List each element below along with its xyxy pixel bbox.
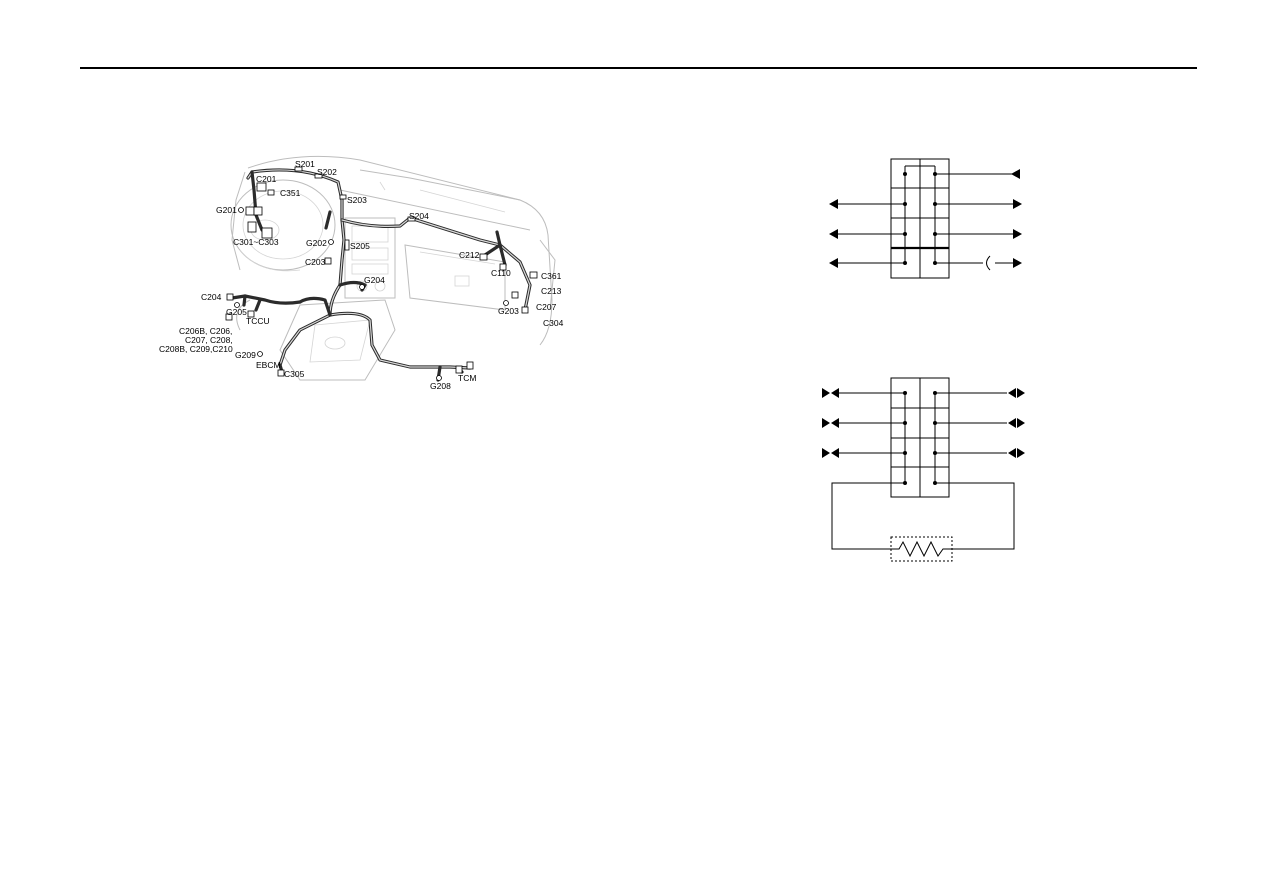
label-c201: C201 [256,174,277,184]
header-rule [80,67,1197,69]
arrow-out-icon [1013,258,1022,268]
label-c203: C203 [305,257,326,267]
harness-labels: S201 S202 C201 C351 S203 G201 S204 C301~… [159,159,564,391]
arrow-left-icon [829,229,838,239]
shield-break-icon [986,255,991,271]
label-s205: S205 [350,241,370,251]
double-arrow-icon [822,388,839,398]
arrow-out-icon [1013,229,1022,239]
label-g205: G205 [226,307,247,317]
double-arrow-icon [822,448,839,458]
label-c304: C304 [543,318,564,328]
label-s204: S204 [409,211,429,221]
arrow-out-icon [1013,199,1022,209]
label-c301-c303: C301~C303 [233,237,279,247]
ground-points [234,207,509,381]
label-c351: C351 [280,188,301,198]
double-arrow-icon [1008,418,1025,428]
arrow-in-icon [1011,169,1020,179]
double-arrow-icon [1008,448,1025,458]
label-g202: G202 [306,238,327,248]
label-tccu: TCCU [246,316,270,326]
resistor-icon [891,540,952,558]
label-c212: C212 [459,250,480,260]
label-g209: G209 [235,350,256,360]
schematic-top [829,158,1022,279]
label-s201: S201 [295,159,315,169]
schematic-bottom [822,377,1025,562]
connectors [225,166,538,377]
arrow-left-icon [829,258,838,268]
label-g204: G204 [364,275,385,285]
label-connector-group-3: C208B, C209,C210 [159,344,233,354]
label-connector-group-2: C207, C208, [185,335,233,345]
label-c204: C204 [201,292,222,302]
label-ebcm: EBCM [256,360,281,370]
label-g203: G203 [498,306,519,316]
label-s203: S203 [347,195,367,205]
label-connector-group-1: C206B, C206, [179,326,232,336]
arrow-left-icon [829,199,838,209]
double-arrow-icon [1008,388,1025,398]
harness-illustration: S201 S202 C201 C351 S203 G201 S204 C301~… [159,155,564,391]
label-g208: G208 [430,381,451,391]
label-s202: S202 [317,167,337,177]
label-c213: C213 [541,286,562,296]
label-c361: C361 [541,271,562,281]
double-arrow-icon [822,418,839,428]
label-tcm: TCM [458,373,476,383]
label-c207: C207 [536,302,557,312]
label-c305: C305 [284,369,305,379]
label-c110: C110 [491,268,511,278]
label-g201: G201 [216,205,237,215]
